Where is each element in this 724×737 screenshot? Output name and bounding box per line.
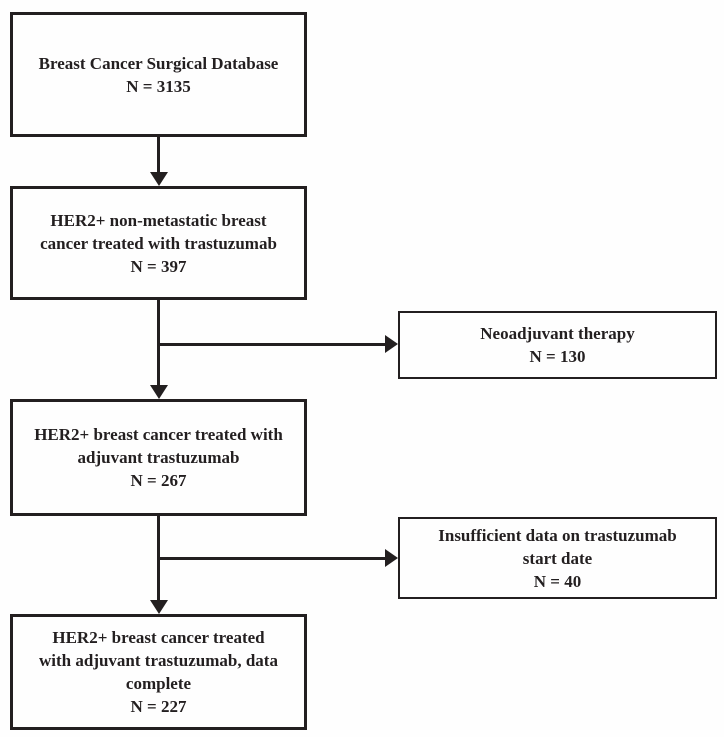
flow-box-neoadjuvant-therapy: Neoadjuvant therapy N = 130 — [398, 311, 717, 379]
flow-box-surgical-database: Breast Cancer Surgical Database N = 3135 — [10, 12, 307, 137]
flow-box-count: N = 397 — [130, 256, 187, 276]
flow-box-label: Neoadjuvant therapy — [480, 324, 635, 343]
arrow-right-icon — [385, 549, 398, 567]
connector-branch-2 — [159, 557, 386, 560]
arrow-down-icon — [150, 172, 168, 186]
flow-box-her2-adjuvant: HER2+ breast cancer treated with adjuvan… — [10, 399, 307, 516]
arrow-right-icon — [385, 335, 398, 353]
flow-box-insufficient-data: Insufficient data on trastuzumab start d… — [398, 517, 717, 599]
arrow-down-icon — [150, 385, 168, 399]
flow-box-her2-nonmetastatic: HER2+ non-metastatic breast cancer treat… — [10, 186, 307, 300]
connector-vertical-2 — [157, 300, 160, 386]
flow-box-label: HER2+ breast cancer treated with adjuvan… — [39, 628, 278, 693]
connector-branch-1 — [159, 343, 386, 346]
flow-box-count: N = 3135 — [126, 76, 191, 96]
flow-box-count: N = 227 — [130, 697, 187, 716]
flow-box-count: N = 267 — [130, 471, 187, 490]
flow-box-label: Breast Cancer Surgical Database — [38, 53, 279, 73]
flow-box-label: Insufficient data on trastuzumab start d… — [438, 525, 677, 568]
flow-box-label: HER2+ non-metastatic breast cancer treat… — [40, 210, 277, 253]
flow-box-count: N = 40 — [533, 571, 582, 591]
connector-vertical-1 — [157, 137, 160, 173]
connector-vertical-3 — [157, 516, 160, 601]
arrow-down-icon — [150, 600, 168, 614]
flow-box-data-complete: HER2+ breast cancer treated with adjuvan… — [10, 614, 307, 730]
flow-box-count: N = 130 — [529, 347, 586, 366]
flow-box-label: HER2+ breast cancer treated with adjuvan… — [34, 425, 283, 467]
